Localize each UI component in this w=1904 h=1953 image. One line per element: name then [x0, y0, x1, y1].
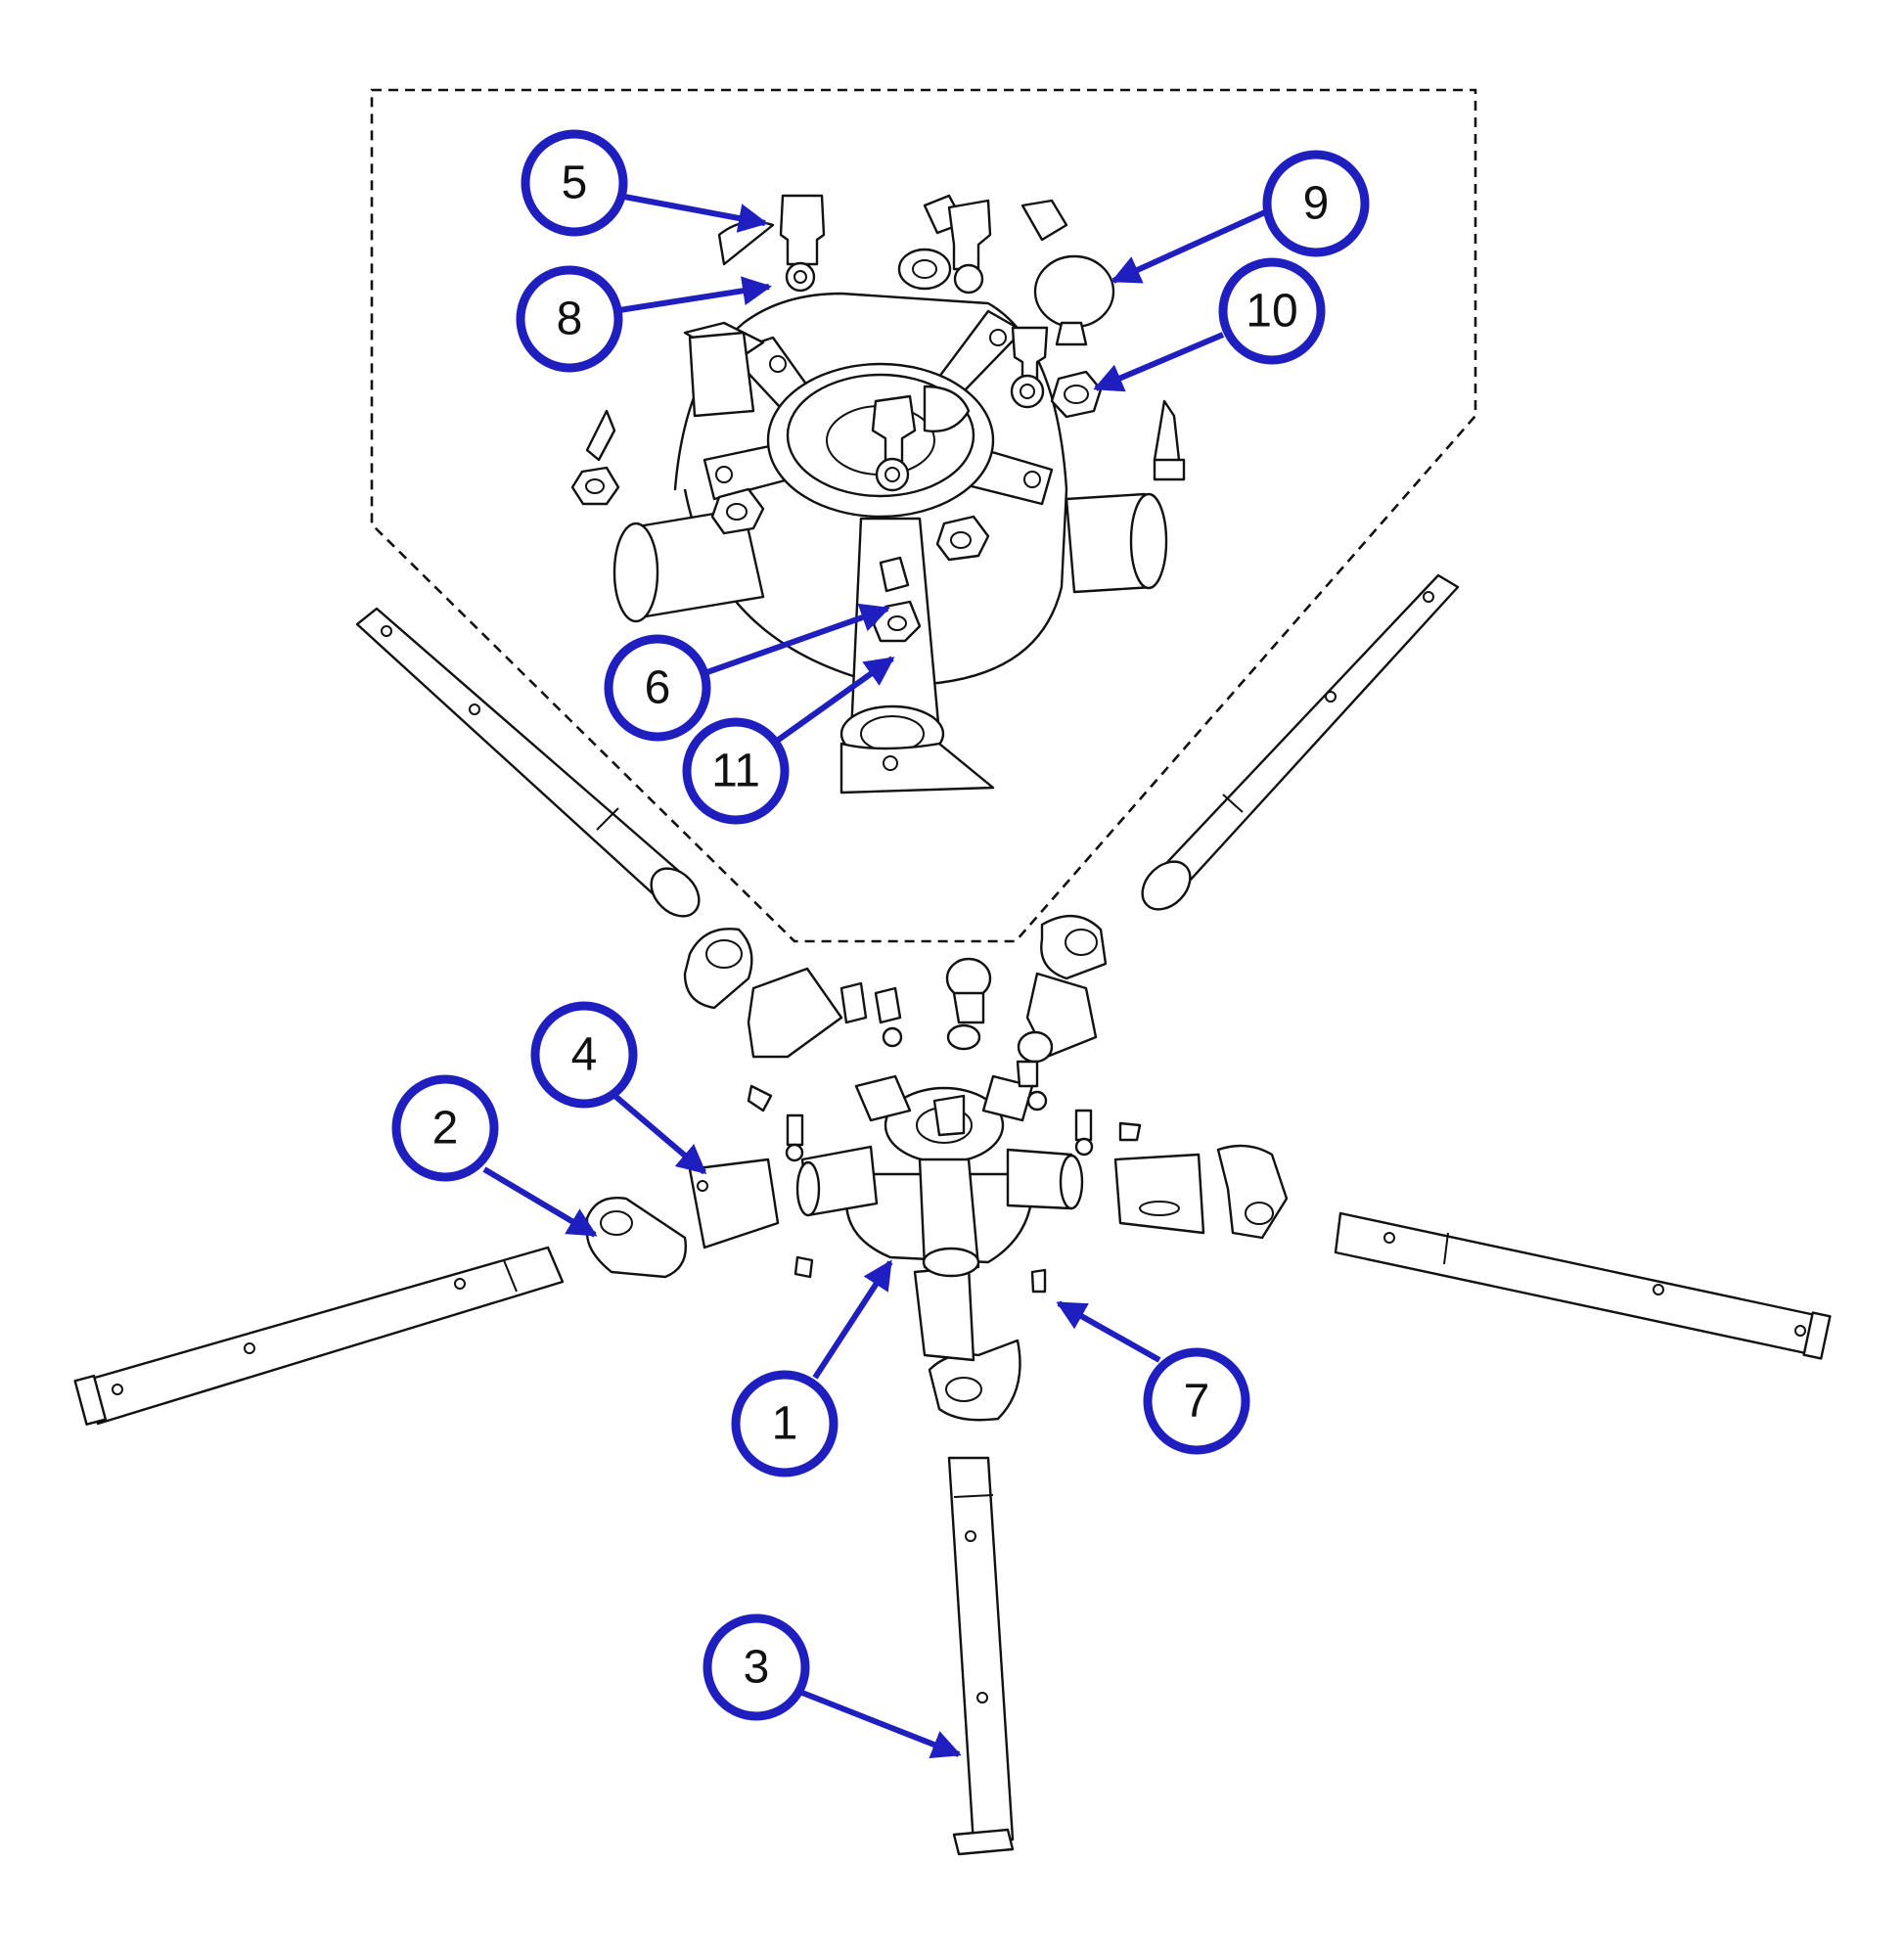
- lower-hub-assembly: [795, 1074, 1084, 1278]
- callout-1: 1: [731, 1370, 839, 1477]
- callout-11: 11: [682, 717, 790, 825]
- svg-text:1: 1: [772, 1398, 798, 1450]
- detail-view-border: [370, 88, 1477, 943]
- lower-right-tube: [1334, 1211, 1832, 1360]
- bottom-tube: [947, 1456, 1015, 1856]
- svg-text:11: 11: [711, 746, 760, 797]
- callout-3: 3: [703, 1613, 810, 1721]
- callout-10: 10: [1218, 257, 1326, 365]
- svg-text:7: 7: [1184, 1376, 1210, 1428]
- svg-text:8: 8: [557, 294, 583, 345]
- callout-9: 9: [1262, 150, 1370, 257]
- svg-text:3: 3: [744, 1642, 770, 1694]
- detail-small-parts: [570, 194, 1186, 643]
- upper-right-tube: [1141, 573, 1460, 911]
- lower-left-tube: [73, 1246, 565, 1426]
- callout-7: 7: [1143, 1347, 1250, 1455]
- callout-5: 5: [521, 129, 628, 237]
- svg-text:2: 2: [432, 1103, 459, 1155]
- callouts: 5 8 9 10 6 11 4: [391, 129, 1370, 1759]
- svg-text:10: 10: [1246, 286, 1297, 338]
- elbow-clamps: [585, 914, 1289, 1422]
- lower-hardware: [747, 957, 1142, 1294]
- callout-4: 4: [530, 1001, 638, 1109]
- brackets: [688, 967, 1205, 1362]
- upper-left-tube: [355, 607, 701, 918]
- callout-8: 8: [516, 265, 623, 373]
- svg-text:6: 6: [645, 662, 671, 714]
- callout-2: 2: [391, 1074, 499, 1182]
- svg-text:9: 9: [1303, 178, 1330, 230]
- svg-text:5: 5: [562, 158, 588, 209]
- svg-text:4: 4: [571, 1029, 598, 1081]
- callout-6: 6: [604, 634, 711, 742]
